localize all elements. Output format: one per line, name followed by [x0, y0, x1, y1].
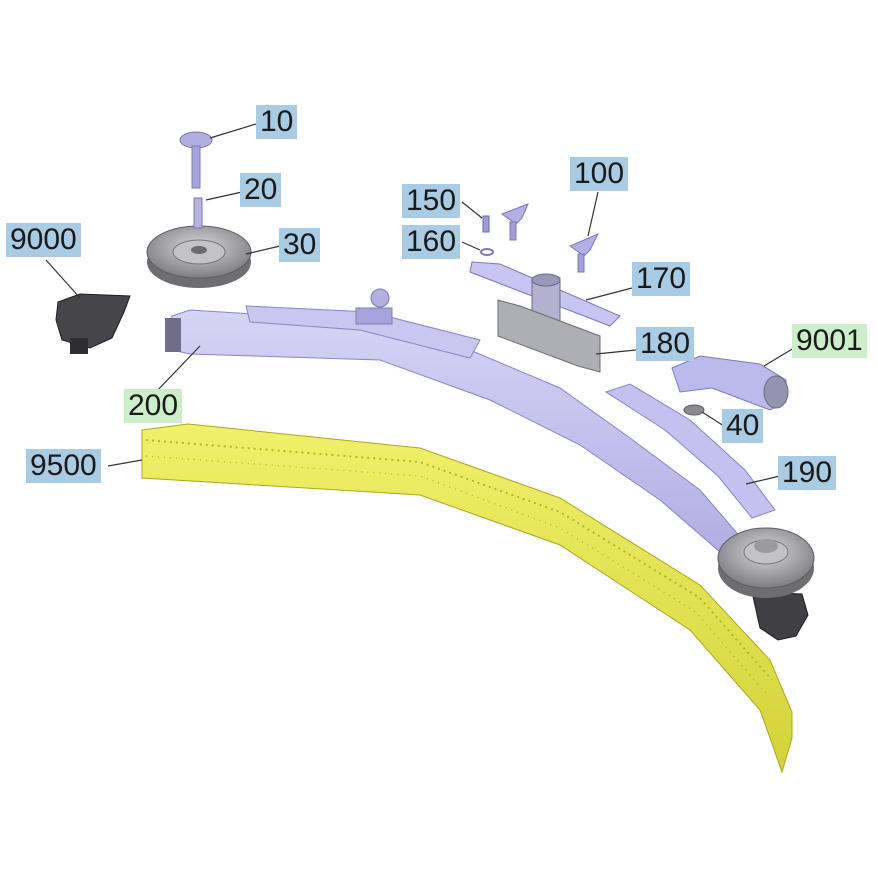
callout-150: 150 [402, 184, 461, 218]
callout-170: 170 [632, 262, 691, 296]
wing-bolt-100 [500, 203, 600, 273]
callout-100: 100 [570, 157, 629, 191]
holder-180 [497, 299, 601, 373]
leader-9500 [107, 459, 143, 467]
callout-180: 180 [636, 327, 695, 361]
leader-30 [245, 245, 281, 255]
callout-20: 20 [240, 173, 282, 207]
callout-160: 160 [402, 225, 461, 259]
leader-200 [153, 345, 201, 395]
leader-9001 [763, 347, 795, 367]
leader-40 [701, 411, 725, 427]
pin-20 [193, 197, 203, 229]
leader-170 [585, 287, 633, 301]
leader-190 [745, 475, 781, 485]
callout-30: 30 [279, 228, 321, 262]
end-cap-9000 [55, 293, 131, 354]
knob-10 [179, 131, 213, 189]
end-bracket-9001 [671, 355, 789, 411]
leader-100 [587, 191, 599, 237]
callout-10: 10 [256, 105, 298, 139]
leader-9000 [45, 259, 81, 299]
strip-190 [604, 383, 776, 519]
squeegee-frame-200 [165, 288, 791, 611]
washer-40 [683, 404, 705, 416]
callout-9001: 9001 [792, 324, 867, 358]
leader-20 [205, 191, 243, 201]
wheel-30 [146, 225, 252, 288]
callout-190: 190 [778, 456, 837, 490]
end-cap-right [751, 591, 809, 641]
leader-180 [595, 349, 637, 355]
bolt-150 [482, 215, 490, 233]
leader-160 [461, 241, 481, 251]
callout-9500: 9500 [26, 449, 101, 483]
wheel-right [717, 527, 815, 598]
callout-9000: 9000 [6, 223, 81, 257]
leader-10 [209, 123, 257, 139]
leader-lines [45, 123, 795, 485]
washer-160 [480, 248, 494, 256]
callout-200: 200 [124, 389, 183, 423]
leader-150 [461, 201, 483, 219]
squeegee-blade-9500 [141, 423, 793, 774]
callout-40: 40 [722, 409, 764, 443]
